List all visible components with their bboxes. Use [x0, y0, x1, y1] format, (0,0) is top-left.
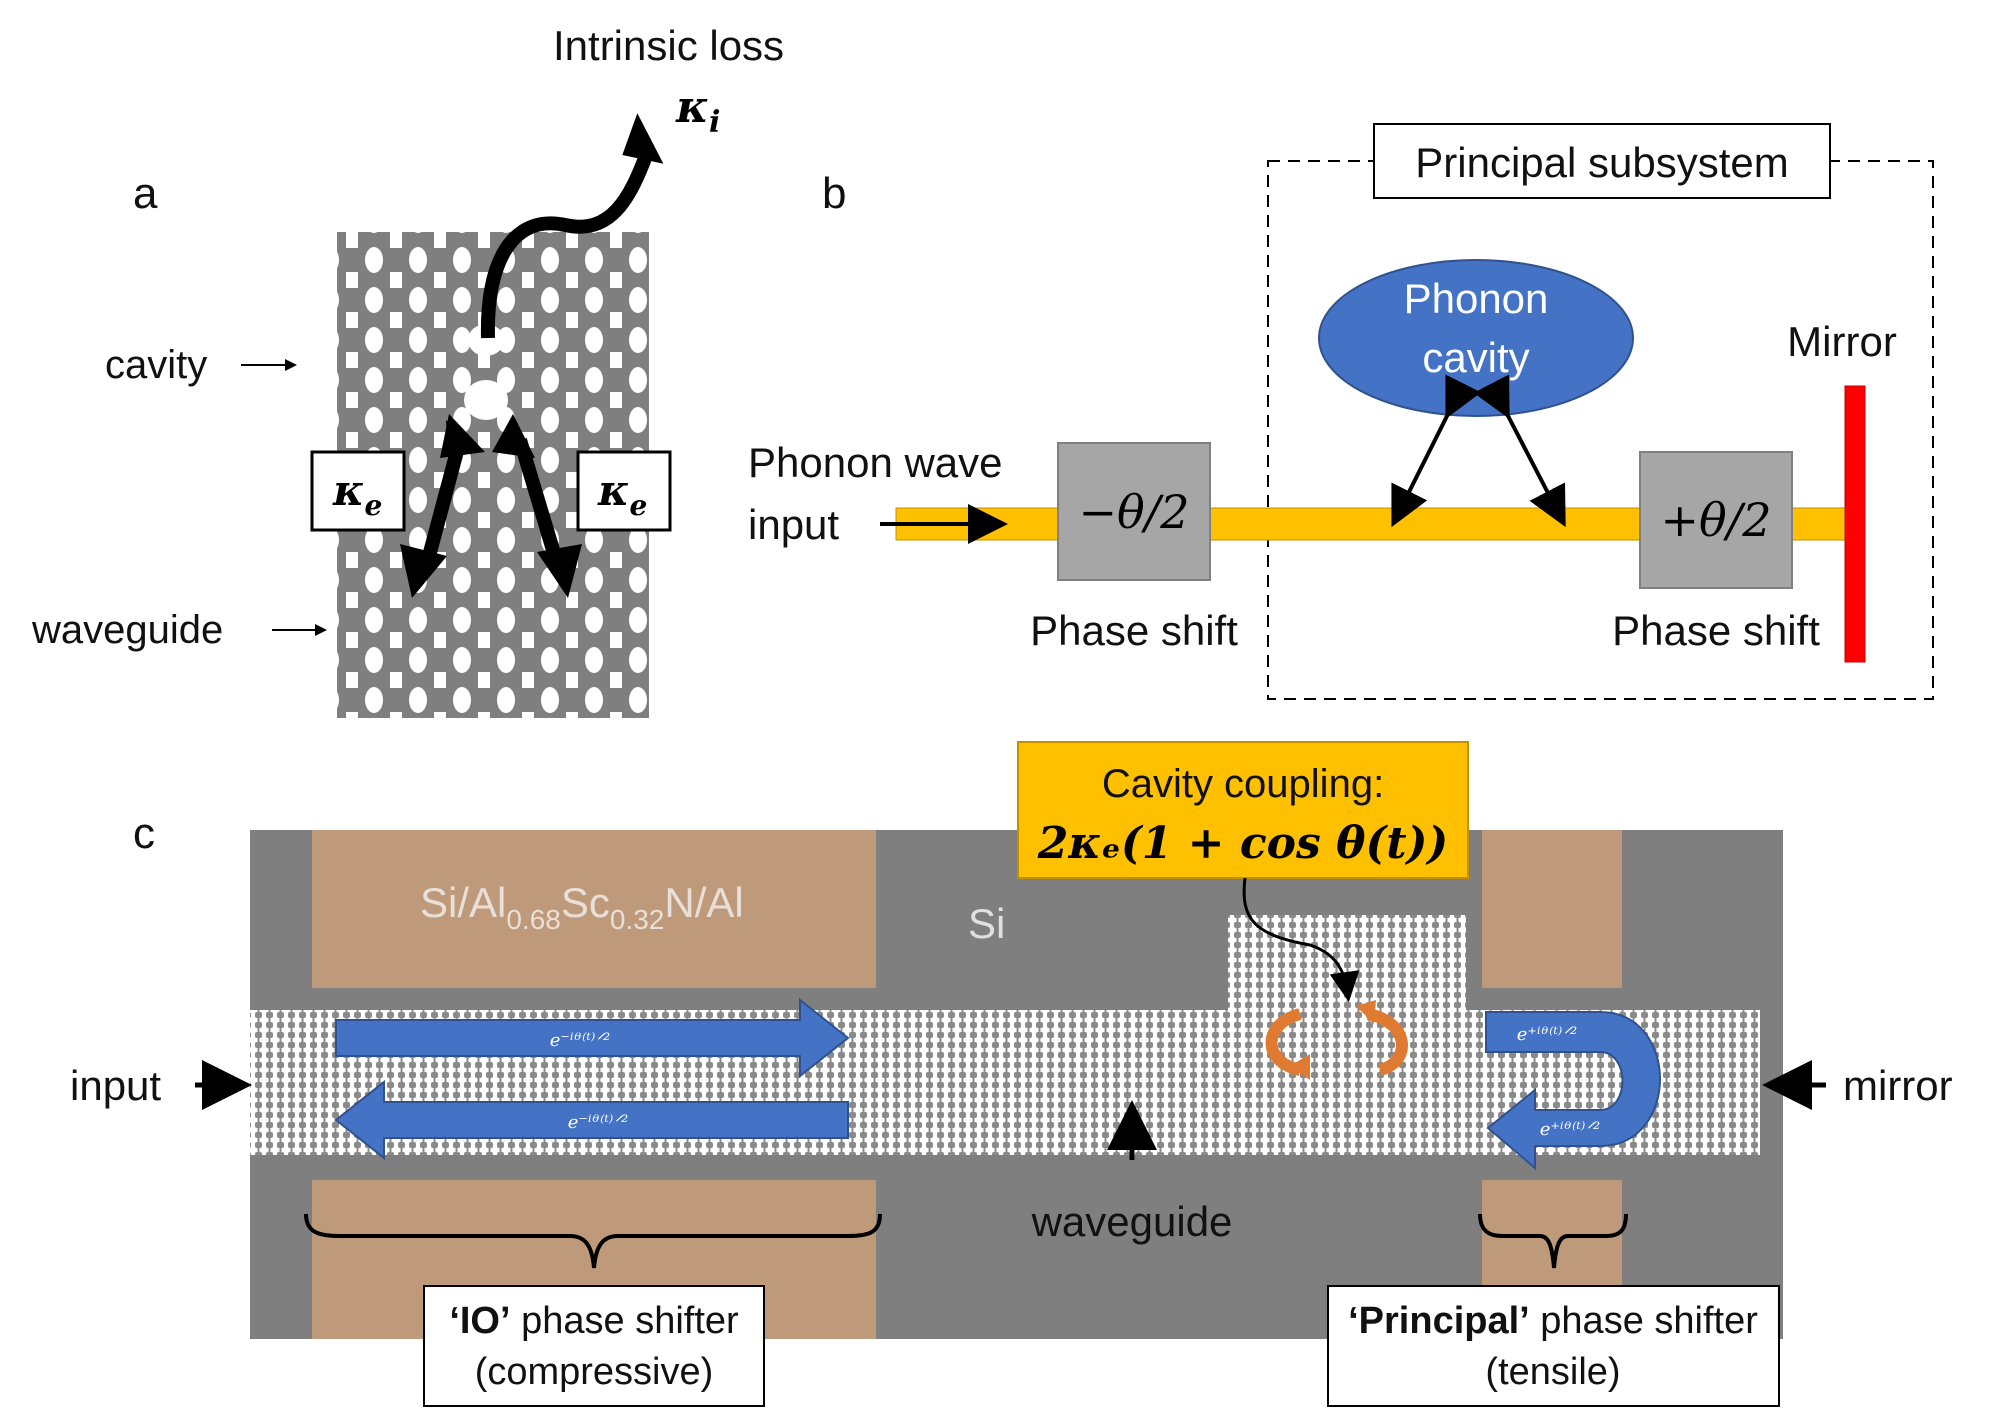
phase-minus-label: −θ/2: [1078, 485, 1189, 539]
coupling-arrow-right: [1473, 374, 1566, 528]
phase-shift-label-right: Phase shift: [1612, 607, 1820, 654]
panel-c-letter: c: [133, 809, 155, 858]
phase-factor-forward: e⁻ⁱᶿ⁽ᵗ⁾ᐟ²: [550, 1030, 610, 1051]
io-brace: [304, 1213, 882, 1269]
kappa-e-box-left: [310, 450, 406, 532]
io-label-line2: (compressive): [475, 1351, 714, 1393]
io-label-box: [423, 1285, 765, 1407]
intrinsic-loss-arrow: [480, 147, 655, 339]
backward-wave-arrow: e⁻ⁱᶿ⁽ᵗ⁾ᐟ²: [334, 1079, 849, 1161]
mirror-label-b: Mirror: [1787, 318, 1897, 365]
coupling-arrow-left: [1391, 374, 1482, 528]
phase-plus-label: +θ/2: [1660, 493, 1771, 547]
principal-subsystem-label: Principal subsystem: [1415, 139, 1788, 186]
si-label: Si: [968, 900, 1005, 947]
phase-shift-label-left: Phase shift: [1030, 607, 1238, 654]
coupling-formula: 2κₑ(1 + cos θ(t)): [1037, 818, 1448, 869]
principal-subsystem-box: [1373, 123, 1831, 199]
material-label: Si/Al0.68Sc0.32N/Al: [420, 879, 744, 935]
cavity-hole-top: [468, 324, 504, 356]
kappa-e-label-left: κe: [332, 466, 382, 522]
forward-wave-arrow: e⁻ⁱᶿ⁽ᵗ⁾ᐟ²: [335, 997, 850, 1079]
coupling-title: Cavity coupling:: [1102, 762, 1384, 806]
kappa-e-arrow-right: [492, 414, 582, 598]
cavity-circulation-arrows: [1265, 1000, 1408, 1080]
reflection-arrow: e⁺ⁱᶿ⁽ᵗ⁾ᐟ² e⁺ⁱᶿ⁽ᵗ⁾ᐟ²: [1485, 1011, 1661, 1171]
cavity-label: cavity: [105, 343, 207, 387]
kappa-i-label: κi: [675, 82, 720, 140]
panel-c: c Si/Al0.68Sc0.32N/Al Si e⁻ⁱᶿ⁽ᵗ⁾ᐟ² e⁻ⁱᶿ⁽…: [70, 741, 1953, 1407]
kappa-e-box-right: [576, 450, 672, 532]
phonon-cavity-label-line1: Phonon: [1404, 275, 1549, 322]
piezo-pad-io-top: [312, 830, 876, 988]
panel-a: a Intrinsic loss κi cavity waveguide: [31, 22, 784, 718]
waveguide-label-a: waveguide: [31, 608, 223, 652]
principal-label-box: [1327, 1285, 1780, 1407]
phase-factor-backward: e⁻ⁱᶿ⁽ᵗ⁾ᐟ²: [568, 1112, 628, 1133]
input-label-line2: input: [748, 501, 839, 548]
panel-a-letter: a: [133, 169, 158, 218]
coupling-callout-box: [1017, 741, 1469, 879]
principal-subsystem-boundary: [1267, 160, 1934, 700]
phonon-cavity-label-line2: cavity: [1422, 334, 1529, 381]
principal-label-line2: (tensile): [1485, 1351, 1620, 1393]
piezo-pad-principal-top: [1482, 830, 1622, 988]
phase-shift-box-plus: [1639, 451, 1793, 589]
io-label-line1: ‘IO’ phase shifter: [449, 1300, 739, 1342]
cavity-hole-bottom: [464, 380, 508, 420]
input-label-line1: Phonon wave: [748, 439, 1003, 486]
intrinsic-loss-arrowhead: [622, 113, 664, 164]
panel-b-letter: b: [822, 169, 846, 218]
phase-factor-plus-bottom: e⁺ⁱᶿ⁽ᵗ⁾ᐟ²: [1540, 1119, 1600, 1140]
principal-brace: [1478, 1213, 1628, 1269]
mirror-label-c: mirror: [1843, 1062, 1953, 1109]
mirror: [1844, 385, 1866, 663]
principal-label-line1: ‘Principal’ phase shifter: [1348, 1300, 1758, 1342]
input-label-c: input: [70, 1062, 161, 1109]
kappa-e-label-right: κe: [597, 466, 647, 522]
waveguide-label-c: waveguide: [1031, 1198, 1233, 1245]
intrinsic-loss-label: Intrinsic loss: [553, 22, 784, 69]
kappa-e-arrow-left: [400, 414, 485, 598]
panel-b: b Principal subsystem Phonon wave input …: [748, 123, 1934, 700]
phase-factor-plus-top: e⁺ⁱᶿ⁽ᵗ⁾ᐟ²: [1517, 1024, 1577, 1045]
coupling-pointer: [1242, 877, 1360, 1002]
phase-shift-box-minus: [1057, 442, 1211, 581]
